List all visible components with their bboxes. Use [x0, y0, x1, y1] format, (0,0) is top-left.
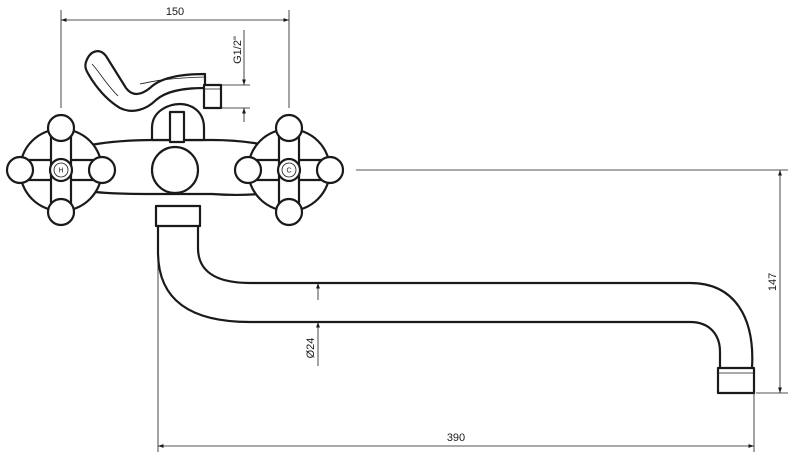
dimension-diameter: Ø24: [305, 283, 320, 366]
dimension-150-label: 150: [166, 6, 184, 18]
dimension-147-label: 147: [767, 273, 779, 291]
cold-mark-label: C: [286, 168, 291, 175]
hot-mark-label: H: [58, 168, 63, 175]
spout-pipe: [156, 224, 756, 395]
dimension-thread: G1/2": [222, 30, 250, 122]
dimension-147: 147: [356, 169, 788, 394]
dimension-390-label: 390: [447, 432, 465, 444]
dimension-390: 390: [157, 252, 755, 452]
dimension-150: 150: [60, 6, 290, 108]
hot-water-handle: H: [5, 113, 117, 227]
diverter-pin: [202, 83, 223, 110]
faucet-body: [68, 102, 292, 228]
cold-water-handle: C: [233, 113, 345, 227]
dimension-diameter-label: Ø24: [305, 338, 317, 359]
diverter-lever: [84, 50, 207, 112]
dimension-thread-label: G1/2": [232, 36, 244, 64]
